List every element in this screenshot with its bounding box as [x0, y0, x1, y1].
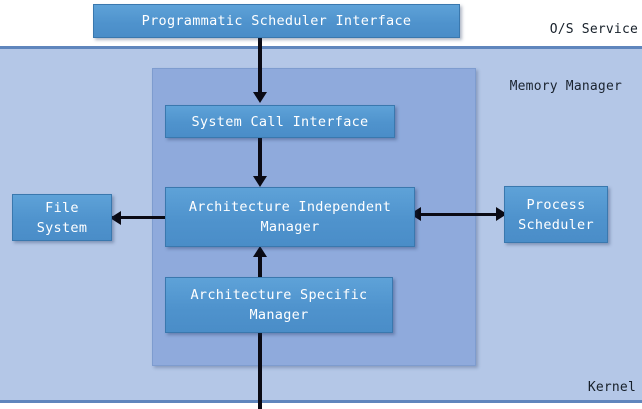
os-service-region-label: O/S Service	[549, 22, 638, 37]
memory-manager-label: Memory Manager	[509, 79, 622, 94]
arrowhead-into-aim-right	[410, 207, 421, 221]
connector-aim-to-filesystem-line	[112, 216, 168, 219]
node-architecture-specific-manager[interactable]: Architecture Specific Manager	[165, 277, 393, 333]
connector-psi-to-sci-line	[258, 37, 262, 99]
arrowhead-into-aim-top	[253, 176, 267, 187]
node-architecture-independent-manager[interactable]: Architecture Independent Manager	[165, 187, 415, 247]
connector-aim-to-process-scheduler-line	[412, 213, 507, 216]
arrowhead-into-aim-bottom	[253, 246, 267, 257]
connector-sci-to-aim-line	[258, 138, 262, 182]
node-process-scheduler[interactable]: Process Scheduler	[504, 186, 608, 243]
arrowhead-into-file-system	[110, 211, 121, 225]
node-programmatic-scheduler-interface[interactable]: Programmatic Scheduler Interface	[93, 4, 460, 38]
node-file-system[interactable]: File System	[12, 194, 112, 241]
arrowhead-into-system-call-interface	[253, 92, 267, 103]
node-system-call-interface[interactable]: System Call Interface	[165, 105, 395, 138]
kernel-region-label: Kernel	[587, 380, 636, 395]
arrowhead-into-process-scheduler	[496, 207, 507, 221]
